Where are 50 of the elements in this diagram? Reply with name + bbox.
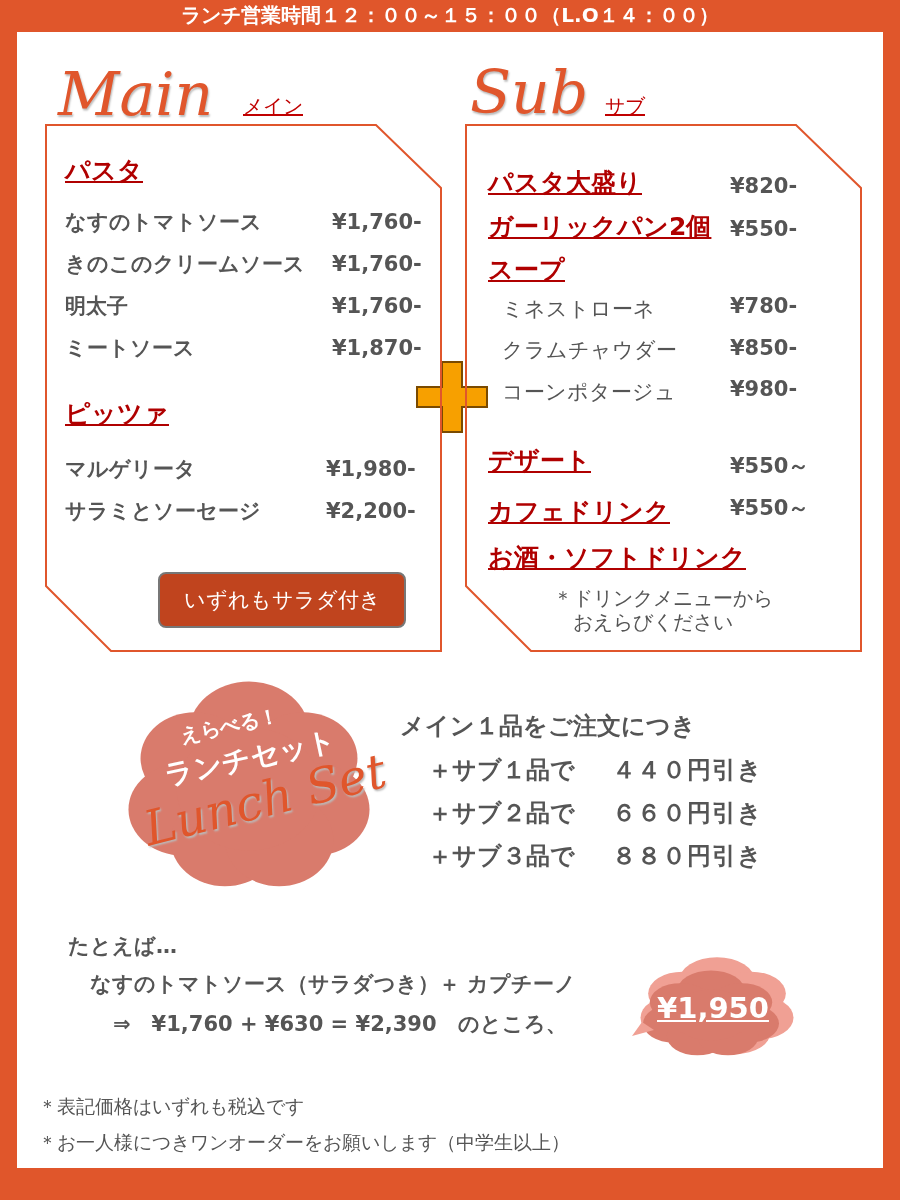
section-heading: ピッツァ — [65, 399, 169, 429]
section-heading: パスタ大盛り — [488, 168, 642, 198]
note: ＊ドリンクメニューからおえらびください — [553, 586, 774, 634]
menu-item: コーンポタージュ — [502, 380, 676, 406]
example-text: なすのトマトソース（サラダつき）＋ カプチーノ — [90, 972, 577, 998]
discount-text: ６６０円引き — [612, 799, 763, 828]
price: ¥820- — [730, 174, 798, 200]
menu-item: サラミとソーセージ — [65, 499, 261, 525]
section-heading: お酒・ソフトドリンク — [488, 543, 746, 573]
example-heading: たとえば… — [68, 934, 177, 960]
price: ¥1,980- — [326, 457, 416, 483]
section-heading: デザート — [488, 446, 591, 476]
script-heading: Main — [58, 58, 214, 130]
menu-item: ミネストローネ — [502, 297, 655, 323]
subheading: メイン — [243, 94, 303, 118]
price: ¥1,760- — [332, 210, 422, 236]
price: ¥780- — [730, 294, 798, 320]
section-heading: パスタ — [65, 156, 143, 186]
section-heading: ガーリックパン2個 — [488, 212, 712, 242]
price: ¥550- — [730, 217, 798, 243]
price: ¥2,200- — [326, 499, 416, 525]
example-text: ⇒ ¥1,760 + ¥630 = ¥2,390 のところ、 — [113, 1012, 567, 1038]
menu-item: 明太子 — [65, 294, 128, 320]
price: ¥550～ — [730, 454, 810, 480]
menu-item: クラムチャウダー — [502, 338, 677, 364]
title: ランチ営業時間１２：００～１５：００（L.O１４：００） — [180, 3, 720, 27]
price: ¥1,760- — [332, 294, 422, 320]
offer-text: ＋サブ１品で — [428, 756, 575, 785]
offer-text: ＋サブ３品で — [428, 842, 575, 871]
price: ¥850- — [730, 336, 798, 362]
salad-badge: いずれもサラダ付き — [158, 572, 406, 628]
price-text: ¥1,950 — [656, 991, 770, 1026]
menu-item: ミートソース — [65, 336, 195, 362]
offer-text: ＋サブ２品で — [428, 799, 575, 828]
offer-text: メイン１品をご注文につき — [400, 712, 696, 741]
menu-item: なすのトマトソース — [65, 210, 262, 236]
section-heading: スープ — [488, 255, 565, 285]
section-heading: カフェドリンク — [488, 497, 670, 527]
script-heading: Sub — [470, 56, 589, 128]
menu-item: マルゲリータ — [65, 457, 196, 483]
price: ¥550～ — [730, 496, 810, 522]
menu-item: きのこのクリームソース — [65, 252, 305, 278]
price: ¥1,870- — [332, 336, 422, 362]
price: ¥980- — [730, 377, 798, 403]
footnote: ＊お一人様につきワンオーダーをお願いします（中学生以上） — [38, 1131, 570, 1154]
footnote: ＊表記価格はいずれも税込です — [38, 1095, 304, 1118]
discount-text: ４４０円引き — [612, 756, 763, 785]
price: ¥1,760- — [332, 252, 422, 278]
discount-text: ８８０円引き — [612, 842, 763, 871]
subheading: サブ — [605, 94, 645, 118]
